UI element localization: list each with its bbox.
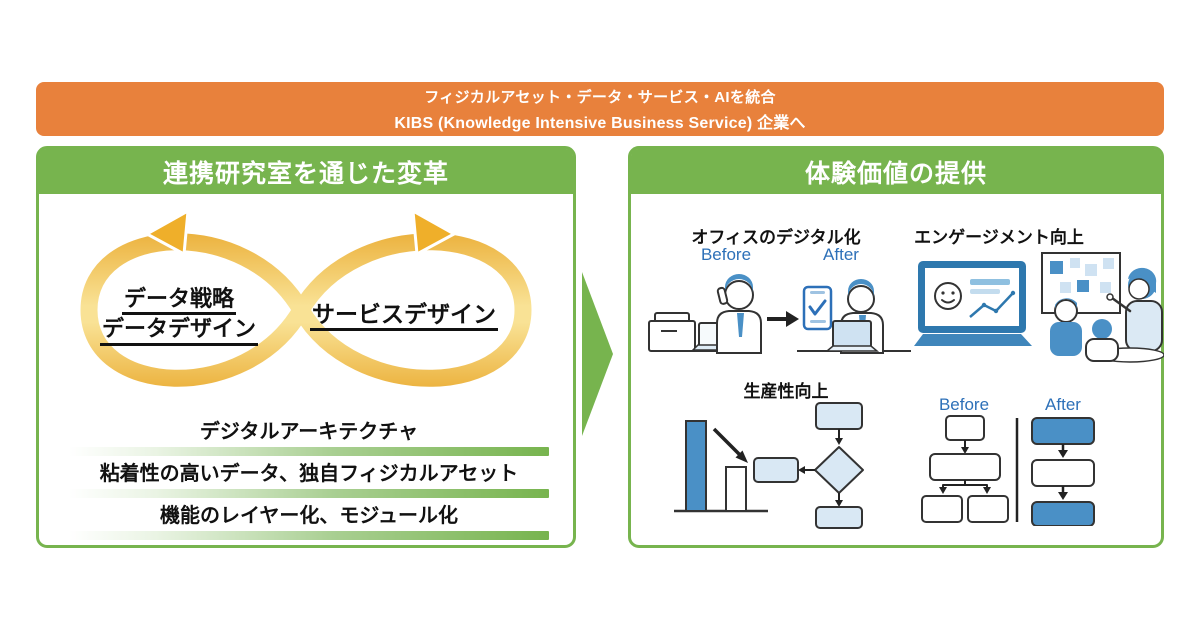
- foundation-text: 粘着性の高いデータ、独自フィジカルアセット: [99, 463, 519, 485]
- banner-line-1: フィジカルアセット・データ・サービス・AIを統合: [424, 88, 776, 106]
- gradient-bar: [69, 489, 549, 498]
- process-after-label: After: [1045, 395, 1081, 414]
- quadrant-productivity-title: 生産性向上: [743, 382, 829, 401]
- presenter-person-icon: [1106, 267, 1163, 352]
- arrow-right-icon: [767, 311, 799, 327]
- top-banner: フィジカルアセット・データ・サービス・AIを統合 KIBS (Knowledge…: [36, 82, 1164, 136]
- bar-chart-icon: [674, 420, 768, 513]
- person-laptop-icon: [824, 279, 884, 354]
- office-before-label: Before: [700, 245, 752, 264]
- left-panel-header: 連携研究室を通じた変革: [39, 149, 573, 194]
- foundation-item: 粘着性の高いデータ、独自フィジカルアセット: [69, 461, 549, 498]
- process-illustration: [921, 415, 1095, 526]
- loop-label-data: データ戦略 データデザイン: [79, 285, 279, 346]
- loop-label-data-line1: データ戦略: [121, 286, 236, 316]
- loop-arrow-left-icon: [145, 209, 190, 256]
- loop-label-service: サービスデザイン: [294, 301, 514, 332]
- decrease-arrow-icon: [712, 427, 748, 463]
- person-phone-icon: [716, 274, 762, 354]
- right-panel: 体験価値の提供 オフィスのデジタル化 Before After: [628, 146, 1164, 548]
- productivity-illustration: [674, 402, 864, 529]
- folder-icon: [648, 312, 696, 352]
- foundation-text: デジタルアーキテクチャ: [199, 421, 419, 443]
- left-panel-title: 連携研究室を通じた変革: [162, 159, 449, 188]
- flow-arrow-icon: [582, 272, 613, 436]
- right-panel-title: 体験価値の提供: [804, 159, 987, 188]
- foundation-item: デジタルアーキテクチャ: [69, 419, 549, 456]
- left-panel: 連携研究室を通じた変革 データ戦略 データデザイン サービスデザイン: [36, 146, 576, 548]
- office-after-label: After: [823, 245, 859, 264]
- sticky-board-icon: [1041, 252, 1121, 314]
- engagement-illustration: [914, 252, 1164, 363]
- quadrant-office-title: オフィスのデジタル化: [691, 228, 861, 247]
- banner-line-2: KIBS (Knowledge Intensive Business Servi…: [394, 114, 806, 132]
- office-illustration: [648, 274, 911, 354]
- audience-people-icon: [1050, 298, 1164, 363]
- infinity-loop-path: [80, 233, 532, 387]
- foundation-item: 機能のレイヤー化、モジュール化: [69, 503, 549, 540]
- right-panel-header: 体験価値の提供: [631, 149, 1161, 194]
- quadrant-engagement-title: エンゲージメント向上: [914, 228, 1084, 247]
- foundation-text: 機能のレイヤー化、モジュール化: [160, 505, 458, 527]
- gradient-bar: [69, 447, 549, 456]
- process-before-label: Before: [938, 395, 990, 414]
- loop-label-data-line2: データデザイン: [99, 316, 258, 346]
- infinity-loop-icon: [80, 209, 532, 387]
- flowchart-icon: [753, 402, 864, 529]
- laptop-smiley-icon: [914, 261, 1032, 346]
- after-flowchart-icon: [1031, 417, 1095, 526]
- gradient-bar: [69, 531, 549, 540]
- tablet-check-icon: [802, 285, 833, 331]
- loop-arrow-right-icon: [411, 209, 456, 256]
- before-flowchart-icon: [921, 415, 1009, 523]
